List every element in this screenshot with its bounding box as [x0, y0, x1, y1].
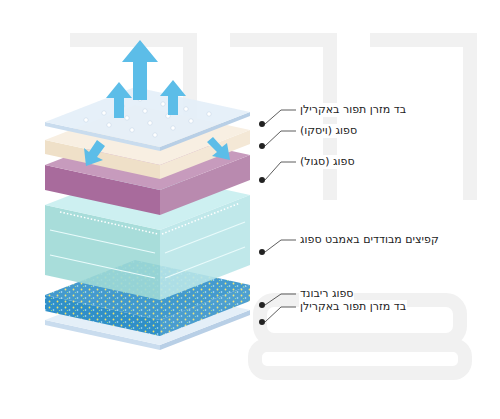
airflow-arrows	[84, 40, 230, 166]
fabric-dots	[84, 97, 211, 137]
leader-lines	[265, 110, 296, 322]
layer-label: ספוג (ויסקו)	[299, 124, 358, 138]
leader-dots	[259, 121, 265, 325]
layer-label: בד מזרן תפור באקרילן	[299, 300, 407, 314]
layer-label: קפיצים מבודדים באמבט ספוג	[299, 233, 440, 247]
top-fabric-layer	[45, 87, 250, 151]
layer-label: בד מזרן תפור באקרילן	[299, 103, 407, 117]
layer-label: ספוג ריבונד	[299, 287, 354, 301]
layer-label: ספוג (סגול)	[299, 155, 356, 169]
